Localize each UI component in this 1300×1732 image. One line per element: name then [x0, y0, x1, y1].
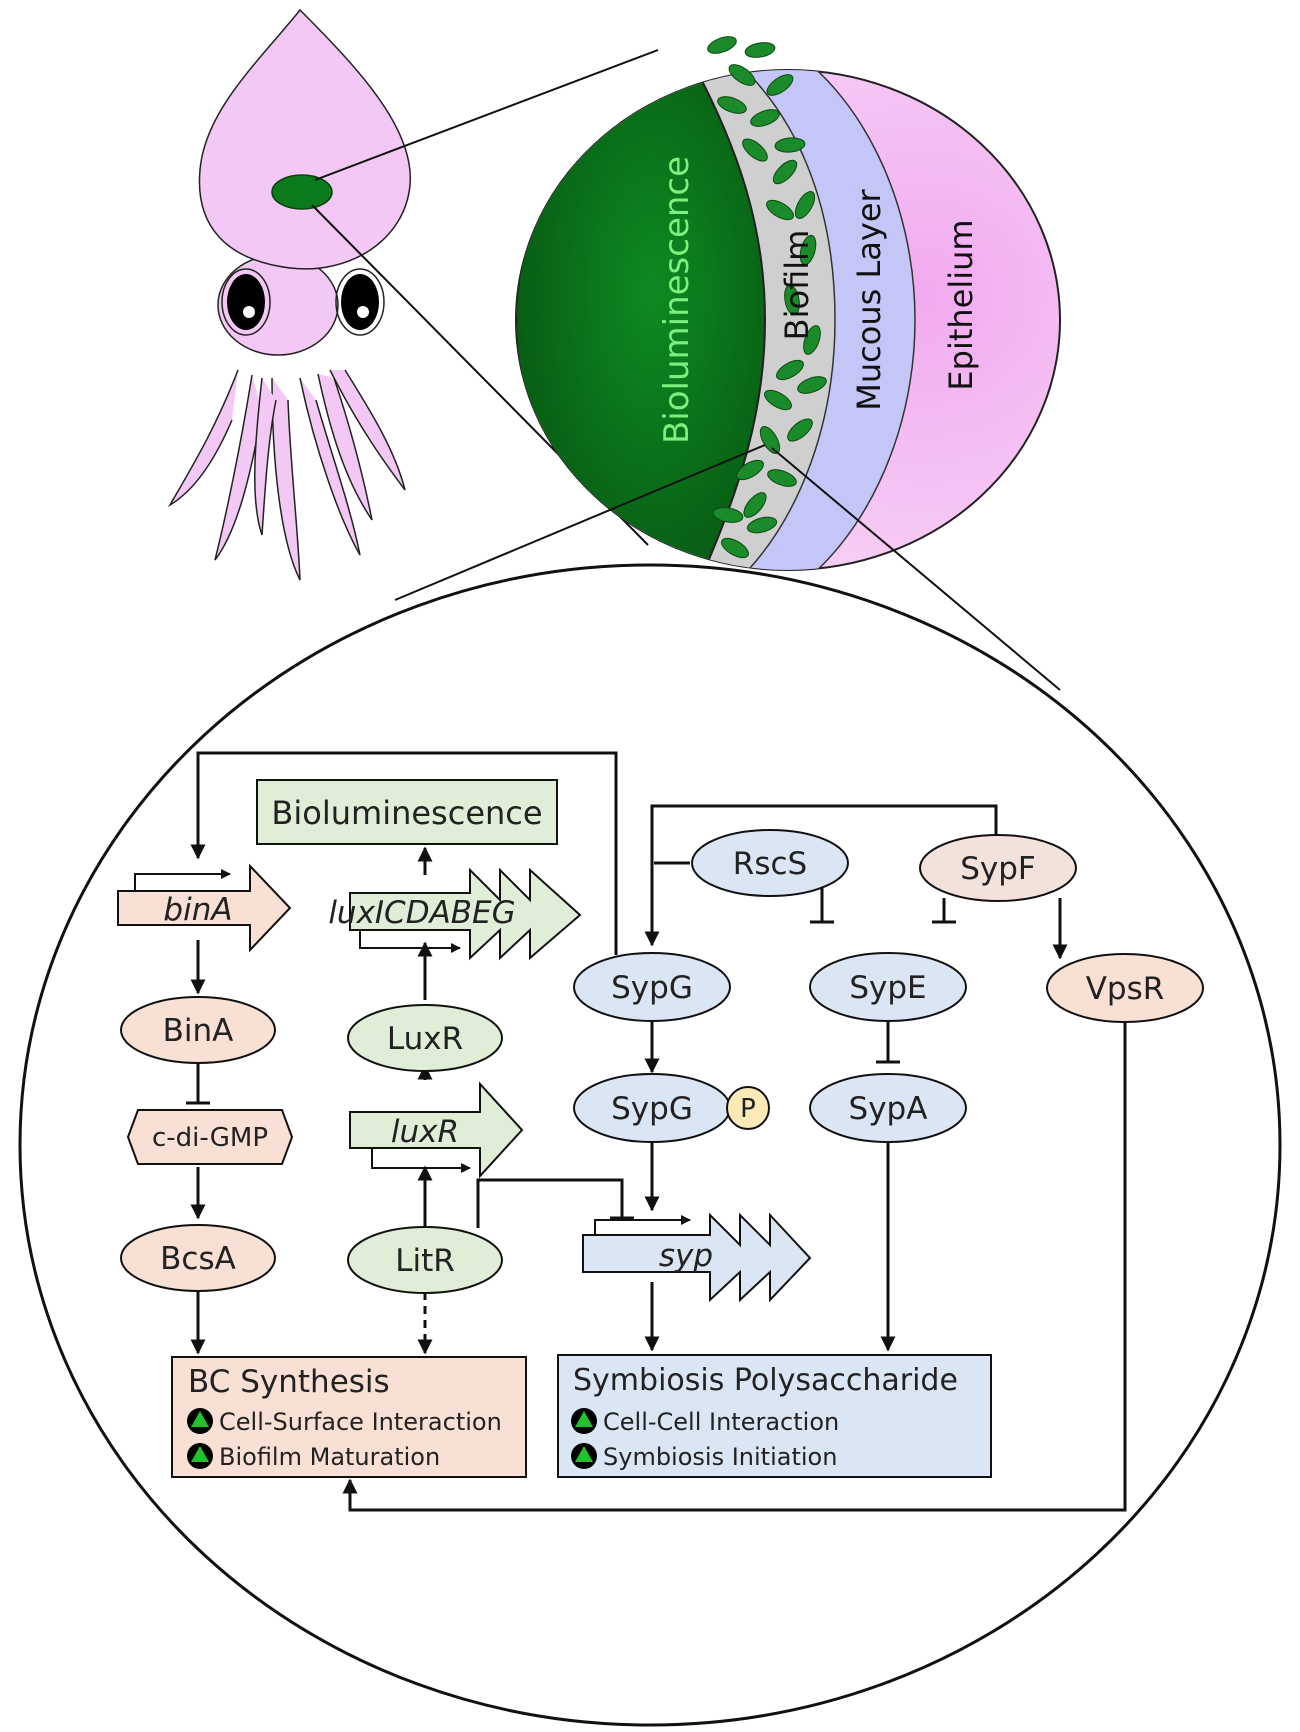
svg-text:SypG: SypG [611, 970, 693, 1006]
node-SypG-phosphorylated: SypG P [573, 1073, 770, 1143]
sp-up-icon-2 [571, 1443, 597, 1469]
gene-lux-operon: luxICDABEG [328, 867, 582, 961]
svg-text:RscS: RscS [733, 846, 807, 882]
output-symbiosis-polysaccharide: Symbiosis Polysaccharide Cell-Cell Inter… [557, 1354, 992, 1478]
node-LitR: LitR [347, 1226, 503, 1294]
squid-mantle [198, 8, 411, 270]
bc-item-2: Biofilm Maturation [219, 1443, 440, 1471]
light-organ-crypt: Bioluminescence Biofilm Mucous Layer Epi… [515, 32, 1061, 571]
label-bioluminescence: Bioluminescence [657, 156, 697, 444]
node-SypG: SypG [573, 952, 731, 1022]
squid-eye-right [341, 274, 379, 330]
svg-text:Bioluminescence: Bioluminescence [271, 794, 542, 832]
gene-lux-label: luxICDABEG [328, 895, 515, 931]
light-organ [271, 174, 333, 210]
zoom-line-left [394, 444, 766, 601]
svg-text:P: P [740, 1094, 756, 1124]
svg-text:SypA: SypA [849, 1091, 928, 1127]
gene-binA-label: binA [163, 892, 232, 928]
node-SypE: SypE [809, 952, 967, 1022]
sp-item-1: Cell-Cell Interaction [603, 1408, 839, 1436]
squid-illustration [167, 8, 411, 581]
svg-text:LuxR: LuxR [387, 1021, 463, 1057]
svg-text:SypE: SypE [849, 970, 926, 1006]
svg-text:SypF: SypF [960, 851, 1036, 887]
sp-title: Symbiosis Polysaccharide [573, 1363, 958, 1398]
zoom-line-right [771, 447, 1061, 691]
node-BcsA: BcsA [120, 1224, 276, 1292]
bc-item-1: Cell-Surface Interaction [219, 1408, 502, 1436]
gene-syp: syp [582, 1212, 812, 1303]
gene-luxR-label: luxR [391, 1114, 459, 1150]
gene-syp-label: syp [659, 1238, 713, 1274]
node-LuxR: LuxR [347, 1004, 503, 1072]
svg-text:LitR: LitR [395, 1243, 455, 1279]
node-c-di-GMP: c-di-GMP [126, 1109, 294, 1165]
bacterium-regulatory-network [18, 563, 1282, 1727]
node-bioluminescence: Bioluminescence [256, 779, 558, 845]
node-SypF: SypF [919, 834, 1077, 902]
squid-eye-left [227, 274, 265, 330]
label-biofilm: Biofilm [778, 230, 816, 341]
bc-up-icon-1 [187, 1408, 213, 1434]
phosphate-badge [726, 1086, 770, 1130]
svg-text:SypG: SypG [611, 1091, 693, 1127]
label-mucous-layer: Mucous Layer [850, 188, 888, 410]
sp-up-icon-1 [571, 1408, 597, 1434]
svg-text:BinA: BinA [163, 1013, 234, 1049]
bc-up-icon-2 [187, 1443, 213, 1469]
bc-title: BC Synthesis [188, 1364, 390, 1400]
node-RscS: RscS [691, 829, 849, 897]
svg-text:VpsR: VpsR [1086, 971, 1165, 1007]
node-BinA: BinA [120, 996, 276, 1064]
zoom-line-top [314, 49, 659, 181]
sp-item-2: Symbiosis Initiation [603, 1443, 837, 1471]
svg-text:c-di-GMP: c-di-GMP [152, 1123, 268, 1153]
bioluminescence-core [516, 70, 767, 570]
gene-binA: binA [117, 863, 292, 953]
regulatory-connectors [186, 751, 1127, 1512]
label-epithelium: Epithelium [942, 219, 980, 390]
squid-tentacles [167, 369, 406, 581]
node-SypA: SypA [809, 1073, 967, 1143]
gene-luxR: luxR [349, 1081, 524, 1179]
output-bc-synthesis: BC Synthesis Cell-Surface Interaction Bi… [171, 1356, 527, 1478]
svg-text:BcsA: BcsA [160, 1241, 236, 1277]
node-VpsR: VpsR [1046, 953, 1204, 1023]
